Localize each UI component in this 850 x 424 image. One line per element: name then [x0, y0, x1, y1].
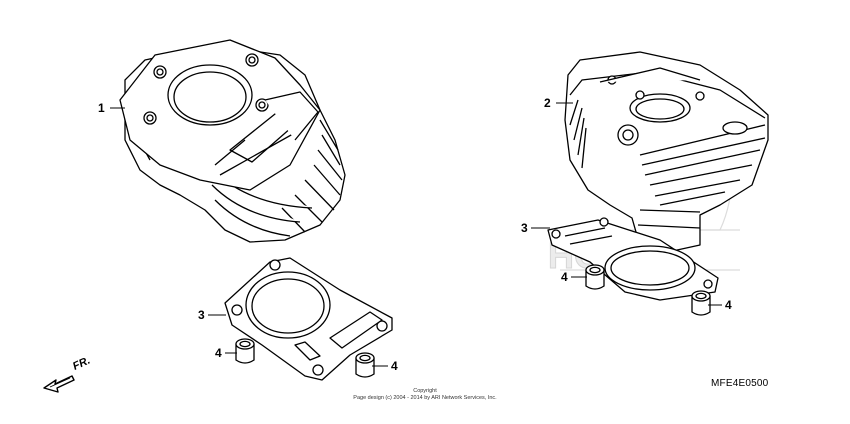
callout-4-left-a[interactable]: 4 — [215, 346, 222, 360]
front-direction-arrow: FR. — [42, 355, 102, 394]
callout-2[interactable]: 2 — [544, 96, 551, 110]
callout-leaders — [110, 102, 722, 367]
arrow-left-icon — [43, 375, 75, 393]
callout-3-left[interactable]: 3 — [198, 308, 205, 322]
copyright-line-2: Page design (c) 2004 - 2014 by ARI Netwo… — [353, 395, 497, 401]
cylinder-left — [119, 39, 346, 243]
copyright-notice: Copyright Page design (c) 2004 - 2014 by… — [320, 388, 530, 402]
gasket-right — [547, 217, 719, 301]
callout-4-right-a[interactable]: 4 — [561, 270, 568, 284]
callout-3-right[interactable]: 3 — [521, 221, 528, 235]
callout-1[interactable]: 1 — [98, 101, 105, 115]
diagram-code: MFE4E0500 — [711, 378, 769, 389]
cylinder-right — [564, 51, 769, 253]
dowel-pins-left — [235, 338, 375, 378]
copyright-line-1: Copyright — [413, 388, 437, 394]
callout-4-right-b[interactable]: 4 — [725, 298, 732, 312]
callout-4-left-b[interactable]: 4 — [391, 359, 398, 373]
dowel-pins-right — [585, 264, 711, 316]
gasket-left — [224, 257, 393, 381]
